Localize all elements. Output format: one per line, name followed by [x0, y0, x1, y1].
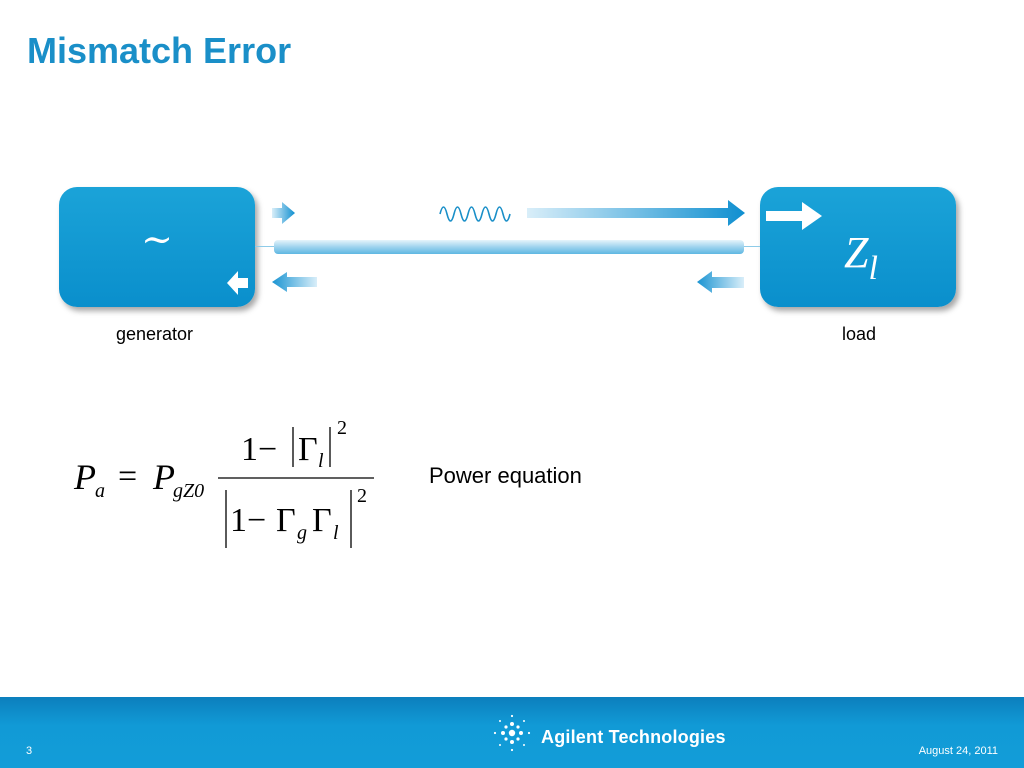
load-symbol-sub: l	[868, 250, 878, 287]
rhs-sub: gZ0	[173, 480, 204, 502]
generator-symbol: ~	[141, 217, 173, 261]
svg-text:1−: 1−	[241, 431, 277, 468]
equation-description: Power equation	[429, 463, 582, 488]
incident-arrow-small-icon	[272, 202, 295, 224]
svg-text:Γ: Γ	[298, 431, 318, 468]
reflected-arrow-load-icon	[697, 271, 744, 293]
reflected-arrow-generator-icon	[272, 272, 317, 292]
footer-bar: 3 Agilent Technologies August 24, 2011	[0, 697, 1024, 768]
signal-flow-arrows	[272, 200, 745, 293]
lhs-sub: a	[95, 480, 105, 502]
load-wire	[744, 246, 760, 247]
lhs-symbol: P	[73, 457, 96, 497]
generator-wire	[255, 246, 275, 247]
svg-text:2: 2	[337, 417, 347, 439]
svg-text:l: l	[333, 522, 339, 544]
svg-text:1−: 1−	[230, 502, 266, 539]
equals-sign: =	[118, 458, 137, 495]
load-symbol-main: Z	[844, 228, 869, 277]
rhs-symbol: P	[152, 457, 175, 497]
incident-arrow-long-icon	[527, 200, 745, 226]
load-label: load	[842, 324, 877, 344]
slide-date: August 24, 2011	[918, 745, 998, 757]
arrow-left-icon	[227, 271, 248, 295]
agilent-spark-logo-icon	[493, 714, 531, 752]
load-box: Zl	[760, 187, 956, 307]
transmission-line	[274, 240, 744, 254]
slide-title: Mismatch Error	[27, 30, 292, 71]
generator-box: ~	[59, 187, 255, 307]
arrow-right-icon	[766, 202, 822, 230]
svg-text:l: l	[318, 450, 324, 472]
sine-wave-icon	[439, 206, 511, 222]
svg-text:g: g	[297, 522, 307, 544]
generator-label: generator	[116, 324, 194, 344]
svg-text:Γ: Γ	[276, 502, 296, 539]
svg-text:Γ: Γ	[312, 502, 332, 539]
brand-name: Agilent Technologies	[541, 727, 726, 747]
page-number: 3	[26, 745, 33, 757]
load-impedance-symbol: Zl	[844, 227, 878, 288]
svg-text:2: 2	[357, 485, 367, 507]
power-equation: P a = P gZ0 1− Γ l 2 1− Γ g Γ l 2	[73, 417, 374, 548]
